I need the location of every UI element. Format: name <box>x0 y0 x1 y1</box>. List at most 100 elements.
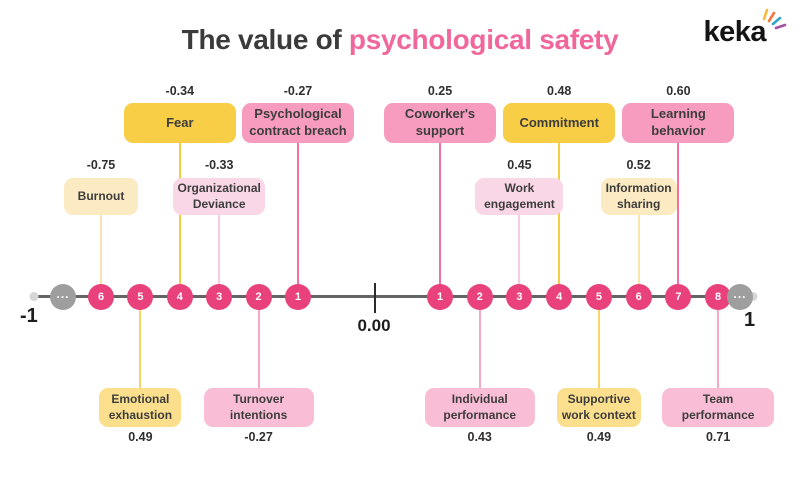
marker-label: 2 <box>255 291 262 303</box>
factor-label-line: performance <box>443 407 517 422</box>
keka-wordmark: keka <box>703 16 766 48</box>
factor-label-line: Deviance <box>192 196 246 211</box>
commitment-box: Commitment <box>503 103 616 143</box>
marker-label: 1 <box>294 291 302 303</box>
marker-label: ... <box>733 286 747 301</box>
factor-label-line: Organizational <box>177 180 261 195</box>
factor-label-line: Psychological <box>254 106 342 122</box>
factor-label-line: work context <box>561 407 636 422</box>
supportive-work-context-value: 0.49 <box>586 430 612 444</box>
fear-box: Fear <box>123 103 236 143</box>
fear-value: -0.34 <box>165 84 195 98</box>
positive-rank-marker-8: 8 <box>705 284 732 310</box>
right-ellipsis-marker: ... <box>727 284 753 310</box>
marker-label: 6 <box>97 291 105 303</box>
factor-label-line: exhaustion <box>108 407 173 422</box>
information-sharing-connector-line <box>637 211 640 297</box>
axis-right-end-dot <box>748 292 758 301</box>
work-engagement-value: 0.45 <box>507 158 532 172</box>
marker-label: 3 <box>216 291 223 303</box>
psychological-contract-breach-connector-line <box>297 139 299 297</box>
factor-label-line: Individual <box>451 391 508 406</box>
axis-max-label: 1 <box>744 309 756 331</box>
marker-label: 1 <box>436 291 444 303</box>
turnover-intentions-connector-line <box>257 297 260 392</box>
supportive-work-context-connector-line <box>597 297 600 392</box>
turnover-intentions-value: -0.27 <box>244 430 273 444</box>
positive-rank-marker-1: 1 <box>427 284 453 310</box>
factor-label-line: performance <box>681 407 755 422</box>
left-ellipsis-marker: ... <box>50 284 76 310</box>
psychological-contract-breach-value: -0.27 <box>283 84 313 98</box>
factor-label-line: Information <box>605 180 672 195</box>
positive-rank-marker-3: 3 <box>506 284 533 310</box>
factor-label-line: Supportive <box>567 391 631 406</box>
coworkers-support-connector-line <box>439 139 441 297</box>
factor-label-line: behavior <box>651 123 706 138</box>
factor-label-line: support <box>415 123 465 138</box>
emotional-exhaustion-connector-line <box>139 297 142 392</box>
negative-rank-marker-3: 3 <box>206 284 233 310</box>
marker-label: 4 <box>556 291 563 303</box>
factor-label-line: Learning <box>650 106 706 122</box>
factor-label-line: Commitment <box>519 114 599 130</box>
information-sharing-value: 0.52 <box>626 158 651 172</box>
organizational-deviance-value: -0.33 <box>204 158 234 172</box>
marker-label: ... <box>56 286 70 301</box>
factor-label-line: Emotional <box>111 391 170 406</box>
factor-label-line: contract breach <box>249 123 347 138</box>
work-engagement-connector-line <box>518 211 521 297</box>
zero-label: 0.00 <box>357 316 391 335</box>
page-title: The value of psychological safety <box>0 24 800 56</box>
team-performance-value: 0.71 <box>705 430 731 444</box>
marker-label: 3 <box>516 291 523 303</box>
individual-performance-connector-line <box>478 297 481 392</box>
zero-tick <box>374 283 376 313</box>
title-prefix: The value of <box>181 24 342 55</box>
negative-rank-marker-6: 6 <box>88 284 114 310</box>
learning-behavior-connector-line <box>677 139 680 297</box>
coworkers-support-value: 0.25 <box>427 84 453 98</box>
factor-label-line: Work <box>504 180 535 195</box>
factor-label-line: Turnover <box>233 391 285 406</box>
factor-label-line: Coworker's <box>404 106 476 122</box>
axis-left-end-dot <box>29 292 39 301</box>
marker-label: 2 <box>476 291 483 303</box>
emotional-exhaustion-value: 0.49 <box>128 430 153 444</box>
positive-rank-marker-2: 2 <box>466 284 493 310</box>
factor-label-line: Fear <box>166 114 194 130</box>
factor-label-line: Team <box>702 391 734 406</box>
marker-label: 7 <box>675 291 682 303</box>
individual-performance-value: 0.43 <box>467 430 492 444</box>
marker-label: 5 <box>595 291 602 303</box>
organizational-deviance-connector-line <box>218 211 221 297</box>
factor-label-line: intentions <box>229 407 288 422</box>
positive-rank-marker-7: 7 <box>665 284 692 310</box>
title-highlight: psychological safety <box>348 24 619 55</box>
marker-label: 8 <box>715 291 722 303</box>
positive-rank-marker-6: 6 <box>625 284 652 310</box>
learning-behavior-value: 0.60 <box>666 84 691 98</box>
positive-rank-marker-4: 4 <box>546 284 573 310</box>
marker-label: 4 <box>176 291 183 303</box>
negative-rank-marker-4: 4 <box>166 284 193 310</box>
fear-connector-line <box>178 139 181 297</box>
commitment-connector-line <box>558 139 561 297</box>
number-line <box>34 295 756 298</box>
logo-rays-icon <box>762 8 787 30</box>
negative-rank-marker-5: 5 <box>127 284 154 310</box>
keka-logo: keka <box>703 8 787 48</box>
burnout-connector-line <box>100 211 102 297</box>
